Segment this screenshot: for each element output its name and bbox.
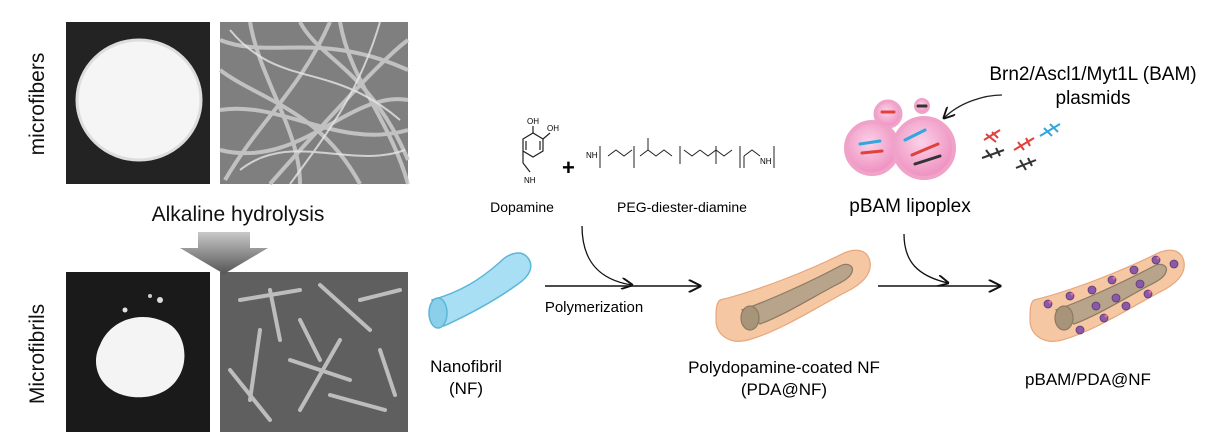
plasmids-title-line1: Brn2/Ascl1/Myt1L (BAM) xyxy=(989,64,1196,85)
row-label-microfibers: microfibers xyxy=(26,53,49,156)
pbam-pda-nanofibril-drawing xyxy=(1029,249,1185,342)
peg-label: PEG-diester-diamine xyxy=(617,199,747,215)
lipoplex-group xyxy=(844,98,956,180)
dopamine-feed-arrow xyxy=(581,225,632,285)
nanofibril-drawing xyxy=(428,252,532,329)
peg-nh2-right: NH xyxy=(760,157,772,166)
nanofibril-label-line1: Nanofibril xyxy=(430,357,502,376)
pda-coated-nanofibril-drawing xyxy=(715,249,871,342)
microfiber-disc-photo xyxy=(66,22,210,184)
hydrolysis-label: Alkaline hydrolysis xyxy=(152,203,325,226)
microfiber-sem-image xyxy=(218,21,410,186)
dopamine-oh-1: OH xyxy=(527,117,539,126)
nanofibril-label-line2: (NF) xyxy=(449,379,483,398)
dopamine-nh2: NH xyxy=(524,176,536,185)
microfibril-sem-image xyxy=(220,272,408,432)
microfibril-powder-photo xyxy=(66,272,210,432)
dopamine-oh-2: OH xyxy=(547,124,559,133)
dna-strands xyxy=(981,123,1061,171)
plasmid-to-lipoplex-arrow xyxy=(944,94,1003,118)
lipoplex-feed-arrow xyxy=(903,233,948,283)
dopamine-label: Dopamine xyxy=(490,199,554,215)
plasmids-title-line2: plasmids xyxy=(1056,88,1131,109)
pda-label-line1: Polydopamine-coated NF xyxy=(688,358,880,377)
polymerization-label: Polymerization xyxy=(545,299,643,316)
plus-sign: + xyxy=(562,155,575,180)
hydrolysis-arrow-icon xyxy=(180,232,268,274)
peg-diester-diamine-structure xyxy=(599,138,775,168)
final-product-label: pBAM/PDA@NF xyxy=(1025,370,1151,389)
pda-label-line2: (PDA@NF) xyxy=(741,380,827,399)
row-label-microfibrils: Microfibrils xyxy=(26,304,49,404)
dopamine-structure xyxy=(522,126,551,173)
lipoplex-label: pBAM lipoplex xyxy=(849,196,971,217)
peg-nh2-left: NH xyxy=(586,151,598,160)
